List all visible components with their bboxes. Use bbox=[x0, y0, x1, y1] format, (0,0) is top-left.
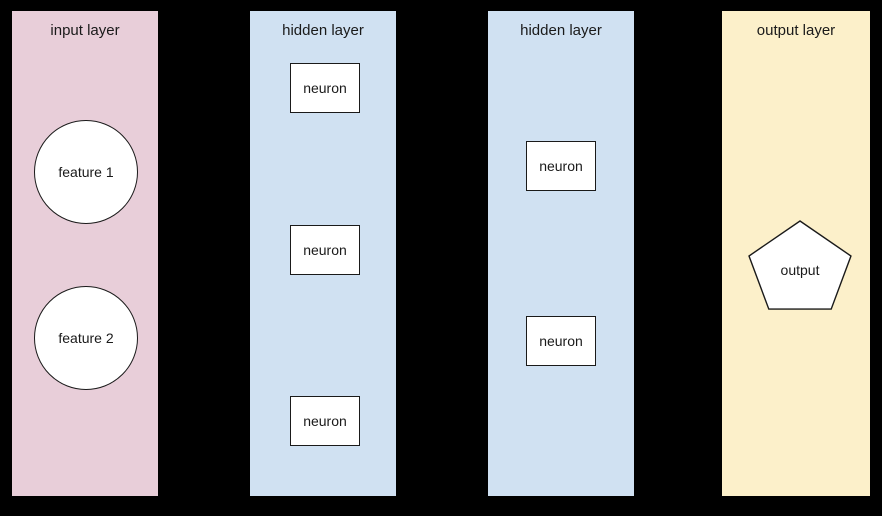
node-label-hidden-1-neuron-2: neuron bbox=[303, 242, 347, 258]
node-label-feature-2: feature 2 bbox=[58, 330, 114, 346]
node-label-hidden-2-neuron-2: neuron bbox=[539, 333, 583, 349]
occlusion-gap-input-hidden1 bbox=[158, 0, 250, 516]
node-hidden-1-neuron-1[interactable]: neuron bbox=[290, 63, 360, 113]
node-feature-2[interactable]: feature 2 bbox=[34, 286, 138, 390]
occlusion-gap-hidden1-hidden2 bbox=[396, 0, 488, 516]
layer-panel-hidden-layer-2: hidden layer bbox=[488, 11, 634, 496]
node-label-hidden-1-neuron-1: neuron bbox=[303, 80, 347, 96]
node-output-node[interactable]: output bbox=[748, 220, 852, 310]
node-label-hidden-1-neuron-3: neuron bbox=[303, 413, 347, 429]
node-label-feature-1: feature 1 bbox=[58, 164, 114, 180]
layer-title-hidden-layer-2: hidden layer bbox=[520, 22, 602, 39]
layer-title-input-layer: input layer bbox=[50, 22, 120, 39]
pentagon-shape bbox=[748, 220, 852, 310]
node-hidden-2-neuron-2[interactable]: neuron bbox=[526, 316, 596, 366]
node-hidden-2-neuron-1[interactable]: neuron bbox=[526, 141, 596, 191]
layer-panel-input-layer: input layer bbox=[12, 11, 158, 496]
occlusion-gap-hidden2-output bbox=[634, 0, 722, 516]
node-feature-1[interactable]: feature 1 bbox=[34, 120, 138, 224]
layer-title-output-layer: output layer bbox=[756, 22, 836, 39]
node-label-output-node: output bbox=[780, 262, 820, 279]
node-hidden-1-neuron-3[interactable]: neuron bbox=[290, 396, 360, 446]
layer-title-hidden-layer-1: hidden layer bbox=[282, 22, 364, 39]
node-hidden-1-neuron-2[interactable]: neuron bbox=[290, 225, 360, 275]
node-label-hidden-2-neuron-1: neuron bbox=[539, 158, 583, 174]
